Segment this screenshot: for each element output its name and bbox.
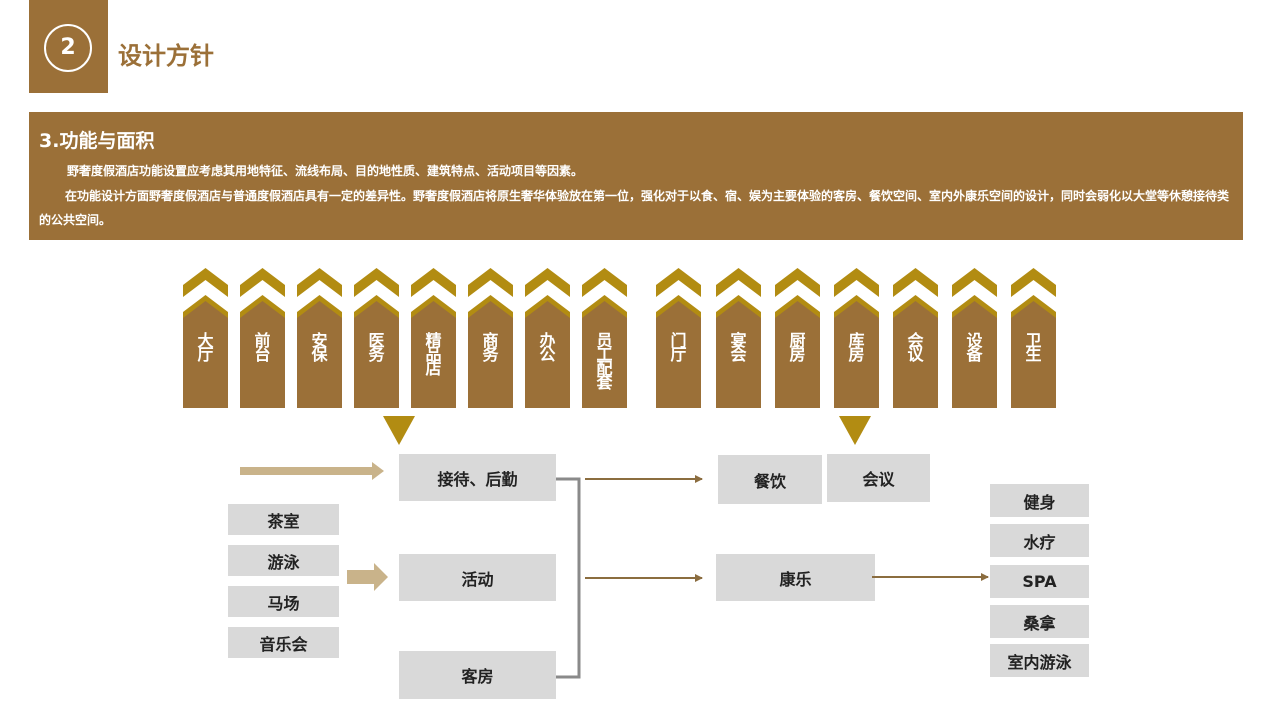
chevron-icon — [354, 268, 399, 408]
recreation-item: 水疗 — [990, 524, 1089, 557]
banner-paragraph-2: 在功能设计方面野奢度假酒店与普通度假酒店具有一定的差异性。野奢度假酒店将原生奢华… — [39, 189, 1230, 227]
section-badge: 2 — [29, 0, 108, 93]
function-column: 门厅 — [656, 266, 701, 408]
banner-paragraph-1: 野奢度假酒店功能设置应考虑其用地特征、流线布局、目的地性质、建筑特点、活动项目等… — [67, 164, 584, 178]
function-column-label: 精品店 — [425, 331, 442, 378]
chevron-icon — [297, 268, 342, 408]
chevron-icon — [468, 268, 513, 408]
function-column: 办公 — [525, 266, 570, 408]
chevron-icon — [582, 268, 627, 408]
guestroom-box: 客房 — [399, 651, 556, 699]
bracket-line — [556, 477, 581, 679]
function-column-label: 大厅 — [197, 331, 214, 364]
dining-box: 餐饮 — [718, 455, 822, 504]
section-title: 设计方针 — [118, 42, 214, 70]
section-number: 2 — [44, 24, 92, 72]
function-column-label: 商务 — [482, 331, 499, 364]
activity-box: 活动 — [399, 554, 556, 601]
chevron-icon — [525, 268, 570, 408]
banner-title: 3.功能与面积 — [39, 130, 155, 152]
function-column: 宴会 — [716, 266, 761, 408]
meeting-box: 会议 — [827, 454, 930, 502]
recreation-box: 康乐 — [716, 554, 875, 601]
chevron-icon — [240, 268, 285, 408]
function-column: 前台 — [240, 266, 285, 408]
recreation-item: 健身 — [990, 484, 1089, 517]
down-triangle-icon — [383, 416, 415, 445]
input-arrow-icon — [240, 462, 384, 480]
function-column: 设备 — [952, 266, 997, 408]
function-column-label: 办公 — [539, 331, 556, 364]
recreation-item: 室内游泳 — [990, 644, 1089, 677]
function-column-label: 宴会 — [730, 331, 747, 364]
activity-item: 茶室 — [228, 504, 339, 535]
function-column: 医务 — [354, 266, 399, 408]
function-column-label: 厨房 — [789, 331, 806, 364]
chevron-icon — [183, 268, 228, 408]
down-triangle-icon — [839, 416, 871, 445]
function-column-label: 前台 — [254, 331, 271, 364]
chevron-icon — [1011, 268, 1056, 408]
chevron-icon — [775, 268, 820, 408]
activity-arrow-icon — [347, 563, 388, 591]
function-column: 商务 — [468, 266, 513, 408]
function-column: 会议 — [893, 266, 938, 408]
chevron-icon — [411, 268, 456, 408]
recreation-item: 桑拿 — [990, 605, 1089, 638]
function-column-label: 安保 — [311, 331, 328, 364]
activity-item: 游泳 — [228, 545, 339, 576]
chevron-icon — [716, 268, 761, 408]
function-column-label: 会议 — [907, 331, 924, 364]
function-column: 安保 — [297, 266, 342, 408]
function-column: 卫生 — [1011, 266, 1056, 408]
function-column-label: 员工配套 — [596, 331, 613, 392]
function-column-label: 门厅 — [670, 331, 687, 364]
function-column: 库房 — [834, 266, 879, 408]
chevron-icon — [952, 268, 997, 408]
function-column: 精品店 — [411, 266, 456, 408]
chevron-icon — [656, 268, 701, 408]
function-column-label: 卫生 — [1025, 331, 1042, 364]
chevron-icon — [834, 268, 879, 408]
activity-item: 音乐会 — [228, 627, 339, 658]
recreation-item: SPA — [990, 565, 1089, 598]
info-banner: 3.功能与面积 野奢度假酒店功能设置应考虑其用地特征、流线布局、目的地性质、建筑… — [29, 112, 1243, 240]
activity-item: 马场 — [228, 586, 339, 617]
chevron-icon — [893, 268, 938, 408]
reception-logistics-box: 接待、后勤 — [399, 454, 556, 501]
function-column: 员工配套 — [582, 266, 627, 408]
function-column-label: 设备 — [966, 331, 983, 364]
function-column-label: 库房 — [848, 331, 865, 364]
function-column: 大厅 — [183, 266, 228, 408]
function-column-label: 医务 — [368, 331, 385, 364]
function-column: 厨房 — [775, 266, 820, 408]
